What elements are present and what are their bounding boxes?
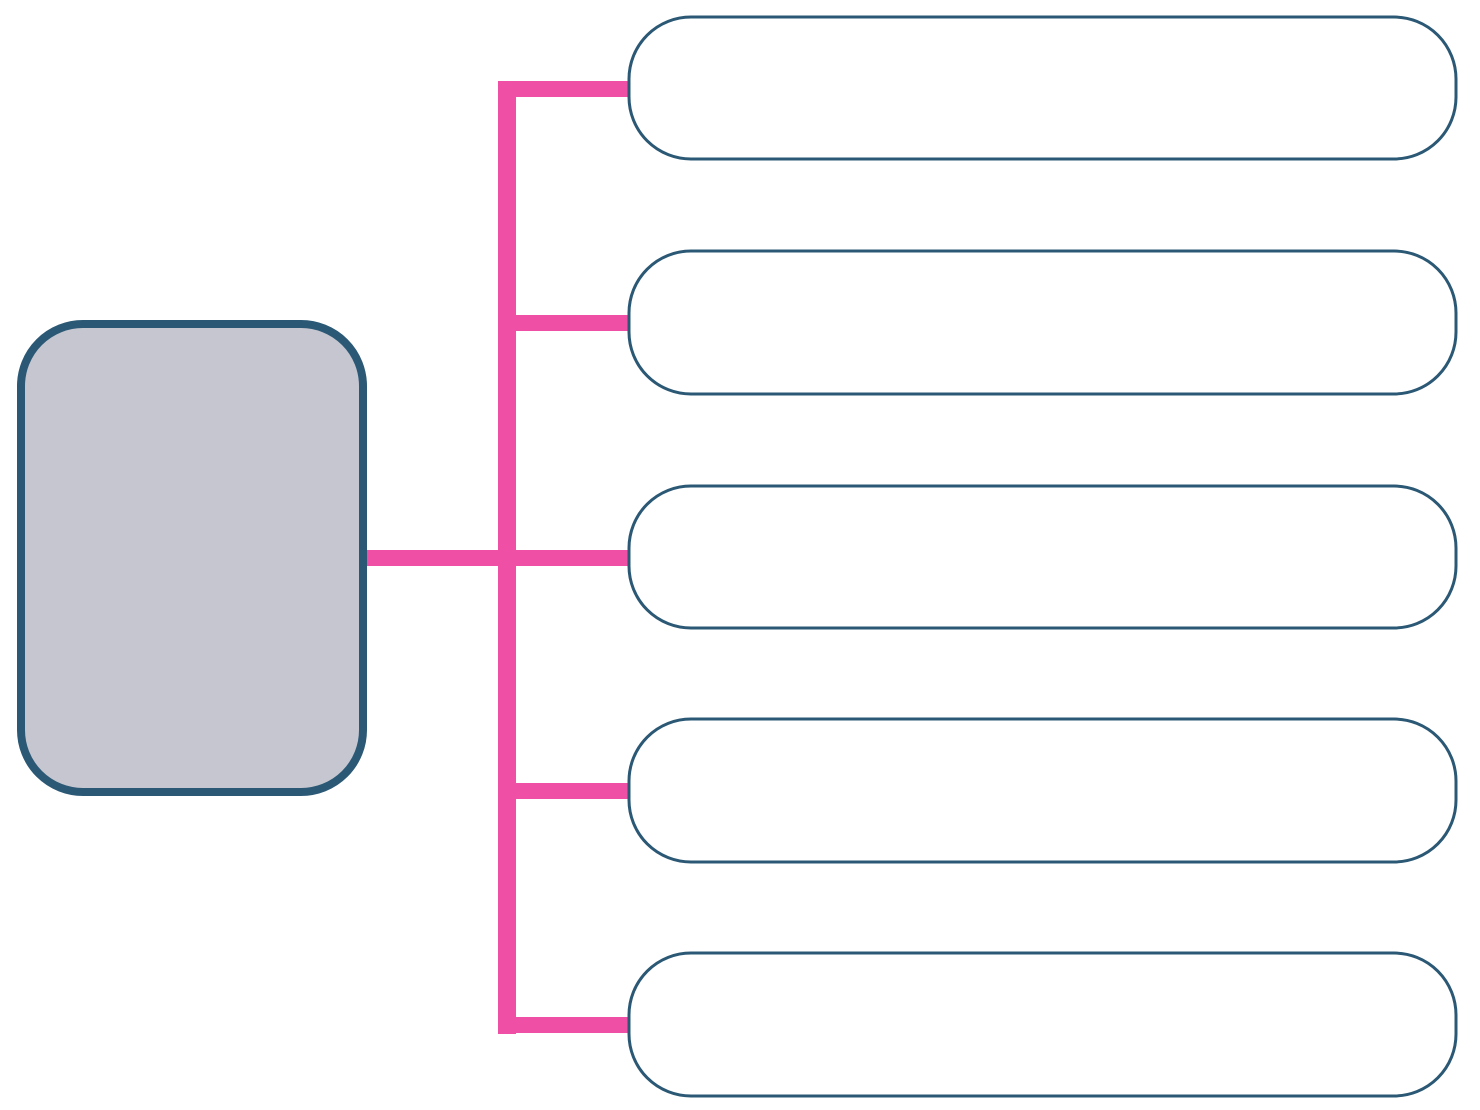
branch-node-box (627, 15, 1458, 161)
branch-node-5 (627, 951, 1458, 1098)
branch-node-1 (627, 15, 1458, 161)
branch-node-box (627, 951, 1458, 1098)
branch-node-2 (627, 249, 1458, 396)
branch-node-4 (627, 717, 1458, 864)
branch-node-box (627, 717, 1458, 864)
branch-node-box (627, 249, 1458, 396)
root-node (17, 320, 367, 796)
root-node-box (17, 320, 367, 796)
connectors (364, 81, 629, 1034)
branch-node-box (627, 484, 1458, 630)
branch-node-3 (627, 484, 1458, 630)
